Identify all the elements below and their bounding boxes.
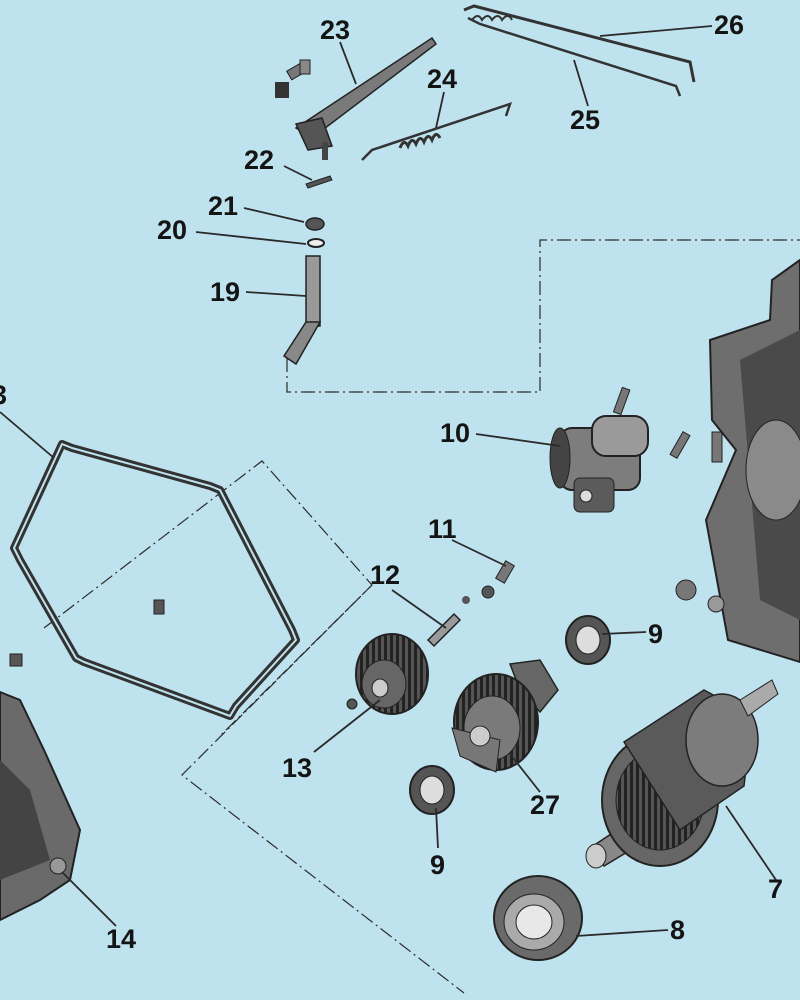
camshaft-27 [451, 659, 559, 773]
callout-22: 22 [244, 145, 275, 175]
callout-9-upper: 9 [648, 619, 664, 649]
leader-9b [435, 807, 439, 849]
leader-25 [573, 59, 589, 107]
crankcase-right [675, 258, 800, 664]
callout-27: 27 [530, 790, 561, 820]
leader-10 [475, 433, 561, 447]
leader-14 [61, 871, 117, 927]
callout-13: 13 [282, 753, 313, 783]
leader-19 [245, 291, 307, 297]
governor-shaft-19 [282, 255, 322, 366]
governor-lever-23 [294, 36, 438, 160]
callout-12: 12 [370, 560, 401, 590]
leader-11 [451, 539, 507, 567]
gasket-group-outline [43, 460, 465, 994]
throttle-spring-24 [361, 102, 512, 161]
leader-26 [599, 25, 713, 37]
leader-20 [195, 231, 307, 245]
callout-24: 24 [427, 64, 458, 94]
starter-motor-10 [549, 415, 649, 513]
leader-27 [509, 753, 541, 793]
leader-7 [725, 805, 777, 881]
leader-23 [339, 41, 357, 85]
bearing-9-upper [565, 615, 611, 665]
pin-22 [305, 175, 333, 189]
nut-21 [305, 217, 325, 231]
callout-3: 3 [0, 382, 7, 409]
leader-21 [243, 207, 305, 223]
callout-14: 14 [106, 924, 137, 954]
crankshaft-7 [585, 679, 779, 869]
callout-25: 25 [570, 105, 601, 135]
leader-24 [435, 91, 445, 129]
callout-7: 7 [768, 874, 784, 904]
crankcase-cover-left [0, 690, 82, 922]
callout-9-lower: 9 [430, 850, 446, 880]
bearing-9-lower [409, 765, 455, 815]
leader-22 [283, 165, 313, 181]
governor-rod-26 [463, 4, 696, 83]
gasket-3 [9, 440, 300, 720]
callout-26: 26 [714, 10, 745, 40]
callout-20: 20 [157, 215, 188, 245]
leader-8 [575, 929, 669, 937]
pin-11 [462, 560, 516, 604]
leader-3 [0, 411, 55, 459]
callout-19: 19 [210, 277, 241, 307]
callout-11: 11 [428, 514, 457, 544]
callout-21: 21 [208, 191, 239, 221]
leader-9a [601, 631, 647, 635]
washer-20 [307, 238, 325, 248]
shaft-12 [426, 612, 462, 648]
oil-seal-8 [493, 875, 583, 961]
starter-bolts [612, 386, 723, 463]
bolt-23 [275, 59, 311, 98]
gear-group-outline [219, 584, 373, 737]
governor-gear-13 [346, 633, 429, 715]
callout-23: 23 [320, 15, 351, 45]
governor-spring-25 [467, 15, 682, 97]
leader-12 [391, 589, 447, 629]
callout-10: 10 [440, 418, 471, 448]
leader-13 [313, 699, 381, 753]
callout-8: 8 [670, 915, 686, 945]
